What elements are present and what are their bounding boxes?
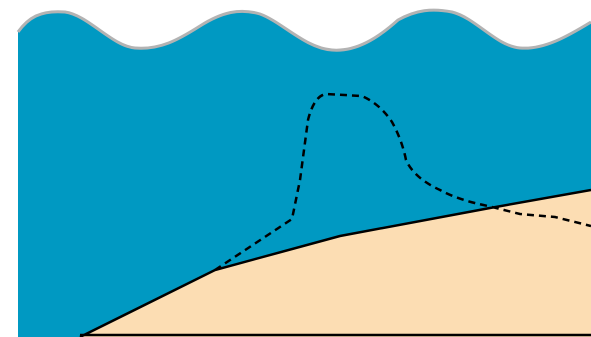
- diagram-canvas: [0, 0, 591, 337]
- wave-seafloor-diagram: [0, 0, 591, 337]
